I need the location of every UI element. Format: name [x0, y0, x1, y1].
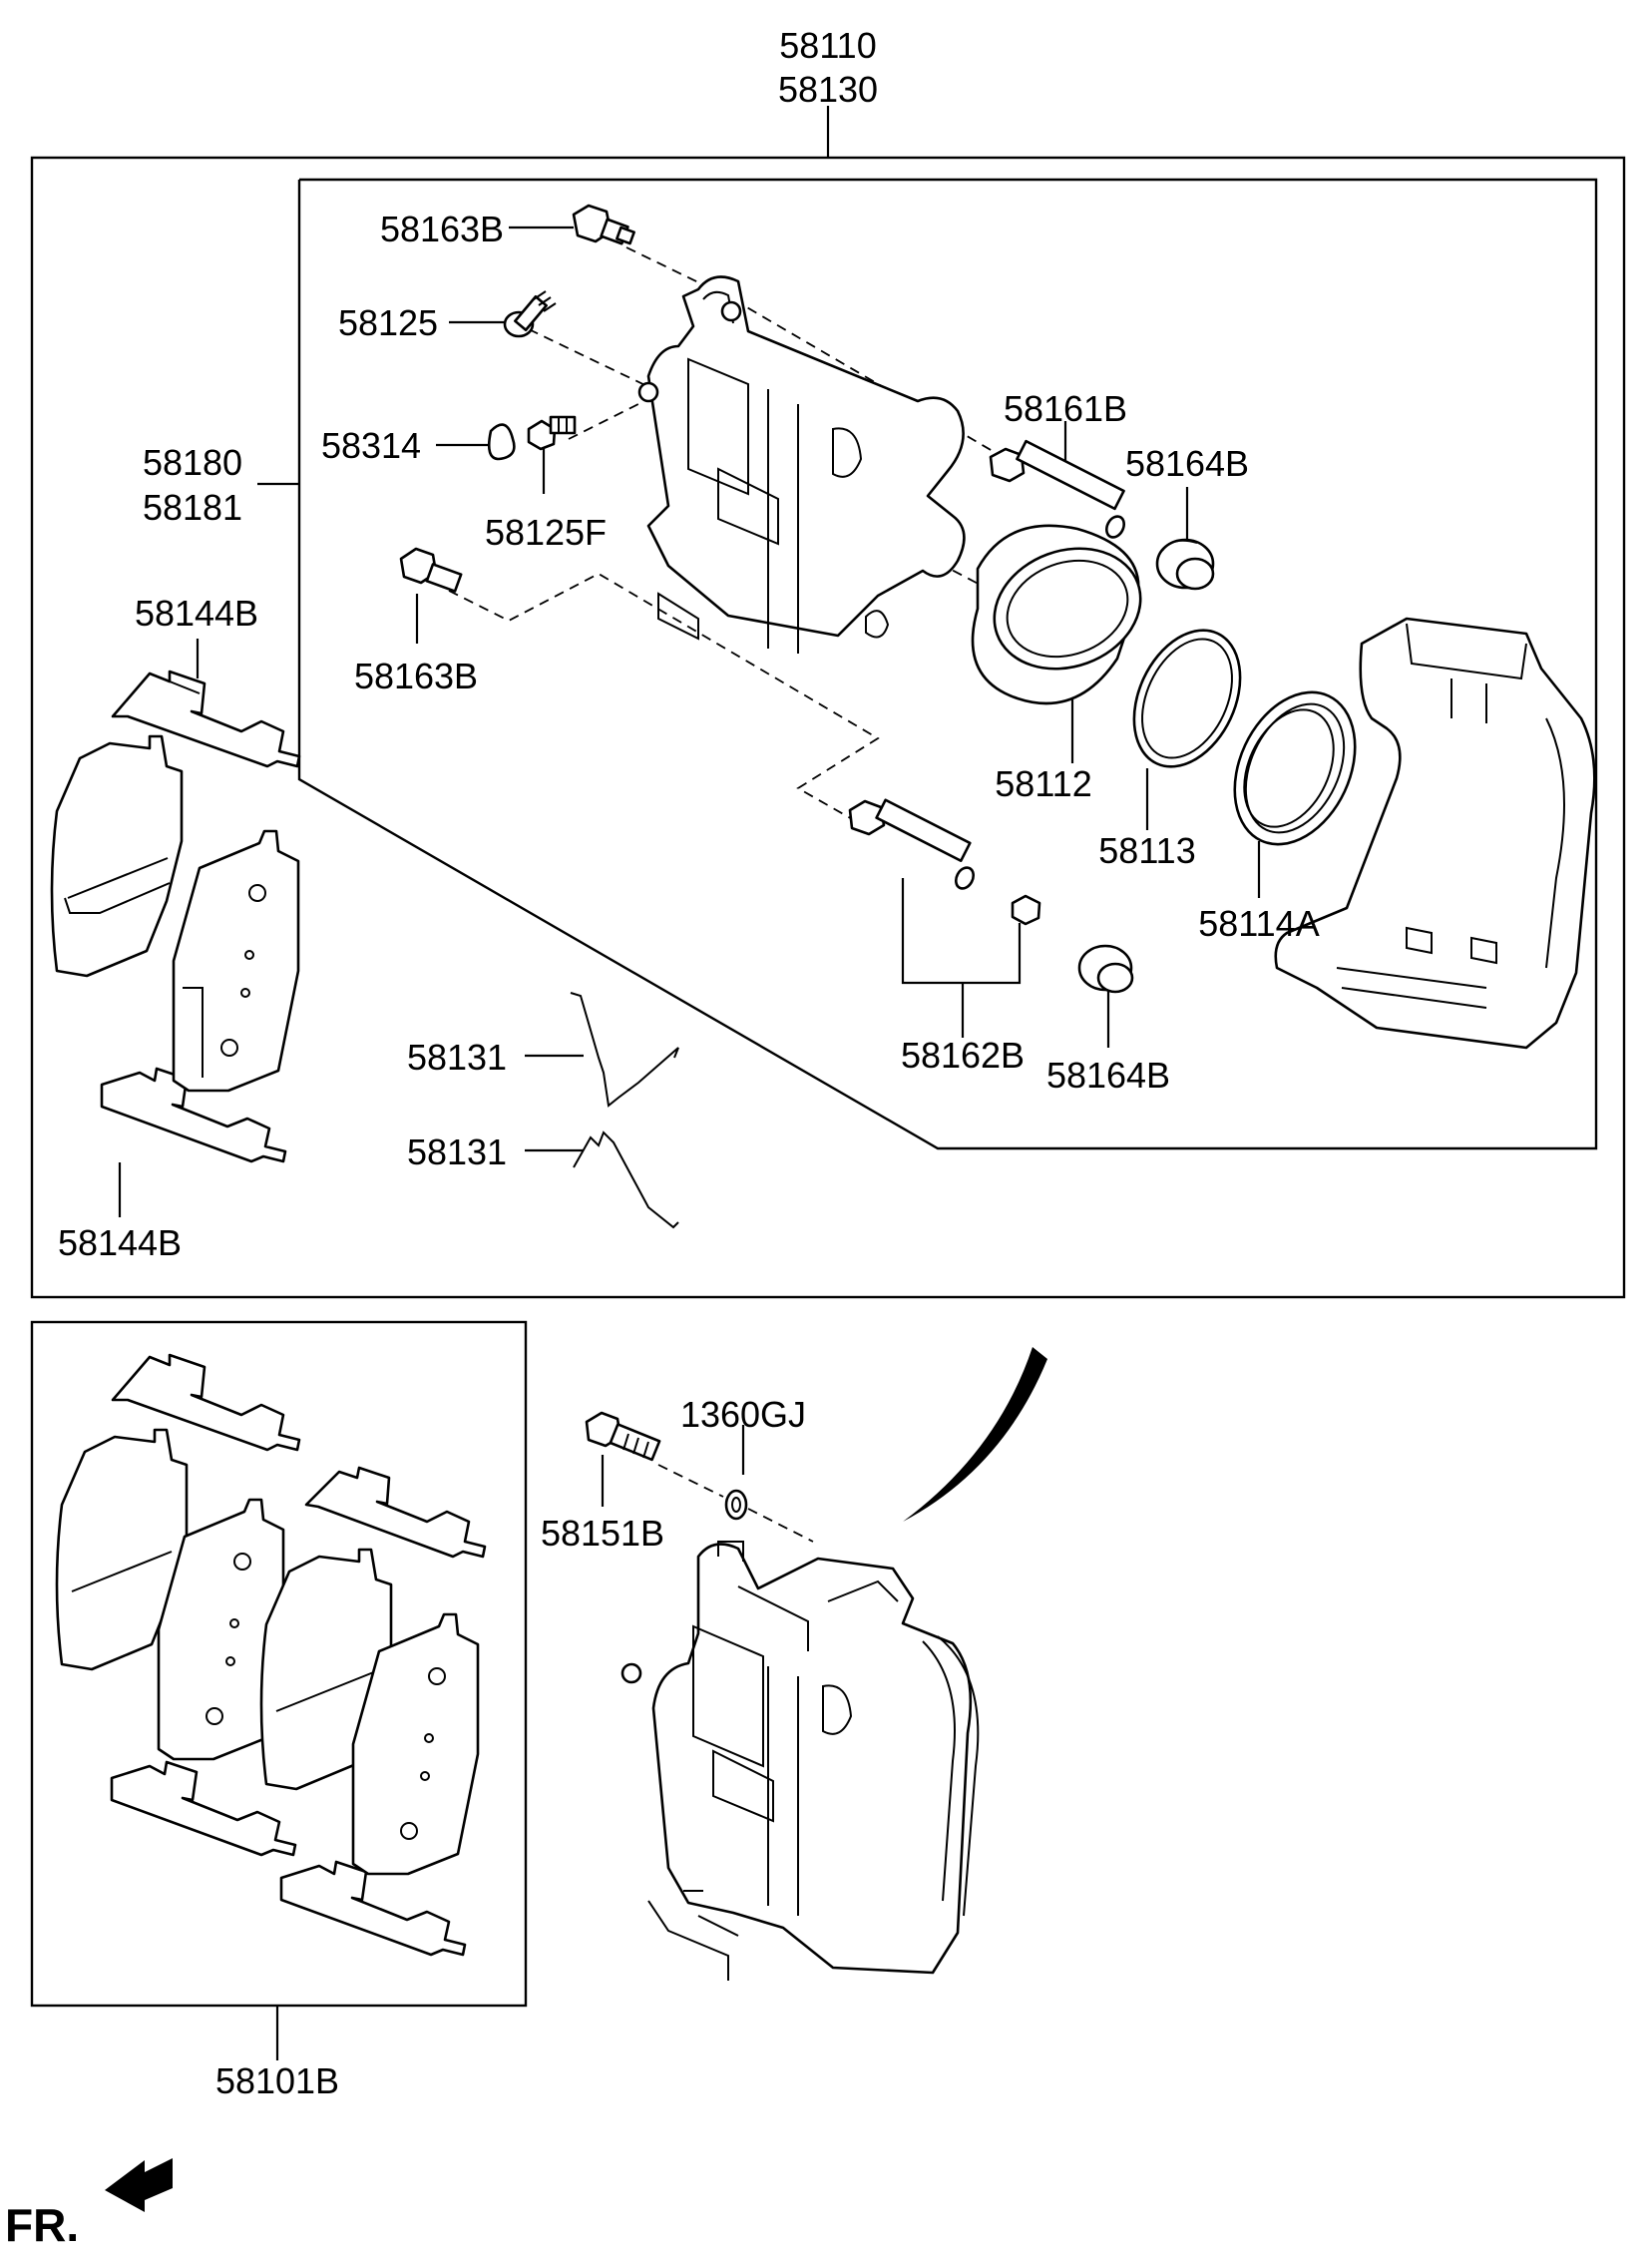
label-assy-front-rh: 58130	[778, 69, 878, 110]
label-spring-lower: 58131	[407, 1131, 507, 1172]
label-caliper-rh: 58181	[143, 487, 242, 528]
pad-kit-clip-3-icon	[110, 1760, 297, 1857]
label-boot-lower: 58164B	[1046, 1055, 1170, 1096]
pad-kit-clip-4-icon	[279, 1860, 467, 1957]
label-bolt-lower: 58163B	[354, 656, 478, 696]
pad-kit-pad-4-icon	[351, 1612, 480, 1876]
label-bleeder-cap: 58314	[321, 425, 421, 466]
pad-clip-upper-icon	[111, 670, 301, 768]
label-caliper-lh: 58180	[143, 442, 242, 483]
pad-kit-pad-1-icon	[55, 1428, 189, 1671]
brake-pad-inner-icon	[172, 829, 300, 1093]
label-bolt-upper: 58163B	[380, 209, 504, 249]
label-guide-pin-lower: 58162B	[901, 1035, 1025, 1076]
label-piston-seal: 58113	[1098, 830, 1195, 871]
carrier-bracket-icon	[1274, 617, 1596, 1050]
lower-guide-pin-icon	[848, 798, 1041, 926]
label-clip-upper: 58144B	[135, 593, 258, 634]
label-boot-upper: 58164B	[1125, 443, 1249, 484]
label-clip-lower: 58144B	[58, 1222, 182, 1263]
bleeder-screw-icon	[503, 290, 557, 338]
label-bleeder-screw: 58125	[338, 302, 438, 343]
direction-arrow-icon	[903, 1347, 1047, 1522]
pad-kit-clip-2-icon	[304, 1466, 487, 1559]
caliper-body-frame	[297, 178, 1598, 1150]
piston-icon	[971, 524, 1142, 705]
mounting-bolt-icon	[585, 1411, 661, 1462]
piston-boot-icon	[1233, 690, 1357, 846]
front-arrow-icon	[105, 2158, 173, 2212]
label-spring-upper: 58131	[407, 1037, 507, 1078]
lower-boot-icon	[1077, 944, 1134, 994]
caliper-housing-icon	[637, 275, 966, 654]
assembled-caliper-icon	[620, 1541, 980, 1981]
lower-bolt-icon	[399, 547, 463, 593]
upper-bolt-icon	[572, 204, 635, 245]
brake-pad-outer-icon	[50, 734, 184, 978]
anti-rattle-spring-upper-icon	[570, 992, 679, 1108]
pad-kit-frame	[30, 1320, 528, 2008]
label-bleeder-fitting: 58125F	[485, 512, 607, 553]
label-washer: 1360GJ	[680, 1394, 806, 1435]
label-piston: 58112	[995, 763, 1091, 804]
label-pad-kit: 58101B	[215, 2060, 339, 2101]
label-mounting-bolt: 58151B	[541, 1513, 664, 1554]
washer-icon	[724, 1489, 748, 1521]
upper-guide-pin-icon	[989, 439, 1126, 539]
bleeder-cap-icon	[487, 423, 516, 461]
piston-seal-icon	[1132, 629, 1242, 768]
anti-rattle-spring-lower-icon	[573, 1130, 679, 1229]
label-guide-pin-upper: 58161B	[1004, 388, 1127, 429]
pad-kit-clip-1-icon	[111, 1353, 301, 1452]
bleeder-fitting-icon	[527, 415, 577, 451]
upper-boot-icon	[1155, 538, 1215, 591]
label-front-marker: FR.	[5, 2199, 79, 2251]
label-assy-front-lh: 58110	[779, 25, 876, 66]
label-piston-boot: 58114A	[1198, 903, 1319, 944]
